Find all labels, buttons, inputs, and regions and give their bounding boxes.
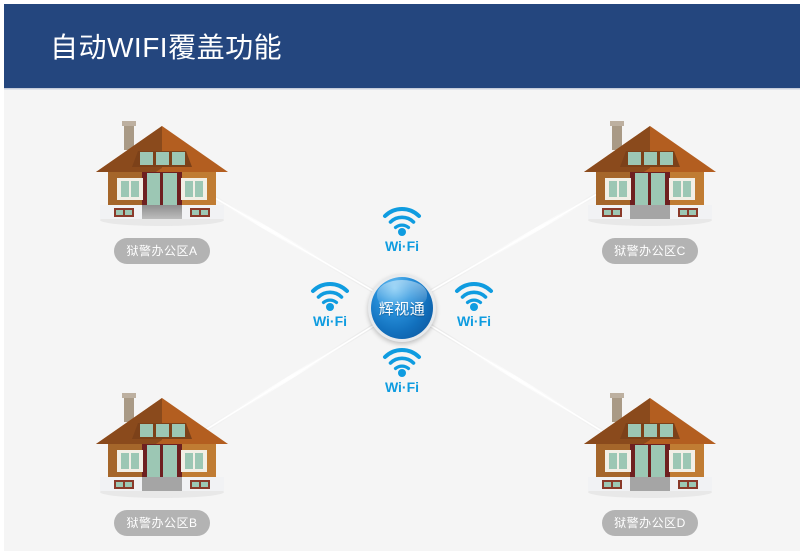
wifi-badge-left: Wi·Fi	[302, 280, 358, 329]
wifi-label: Wi·Fi	[456, 313, 492, 329]
node-a[interactable]: 狱警办公区A	[78, 110, 246, 264]
house-icon	[78, 382, 246, 500]
wifi-label: Wi·Fi	[312, 313, 348, 329]
wifi-label: Wi·Fi	[384, 379, 420, 395]
house-icon	[566, 110, 734, 228]
hub-sphere: 辉视通	[371, 277, 433, 339]
wifi-icon	[383, 347, 421, 377]
node-label: 狱警办公区C	[602, 238, 698, 264]
wifi-badge-right: Wi·Fi	[446, 280, 502, 329]
wifi-badge-bottom: Wi·Fi	[374, 346, 430, 395]
node-label: 狱警办公区B	[114, 510, 210, 536]
node-c[interactable]: 狱警办公区C	[566, 110, 734, 264]
house-icon	[566, 382, 734, 500]
header-divider	[4, 88, 800, 90]
wifi-icon	[311, 281, 349, 311]
page-title: 自动WIFI覆盖功能	[50, 32, 283, 63]
node-d[interactable]: 狱警办公区D	[566, 382, 734, 536]
hub-label: 辉视通	[378, 300, 426, 318]
house-icon	[78, 110, 246, 228]
node-label: 狱警办公区D	[602, 510, 698, 536]
wifi-label: Wi·Fi	[384, 238, 420, 254]
node-b[interactable]: 狱警办公区B	[78, 382, 246, 536]
node-label: 狱警办公区A	[114, 238, 210, 264]
wifi-icon	[455, 281, 493, 311]
diagram-stage: 狱警办公区A	[4, 90, 800, 551]
page-header: 自动WIFI覆盖功能	[4, 4, 800, 88]
wifi-icon	[383, 206, 421, 236]
center-hub[interactable]: 辉视通	[368, 274, 436, 342]
wifi-badge-top: Wi·Fi	[374, 205, 430, 254]
